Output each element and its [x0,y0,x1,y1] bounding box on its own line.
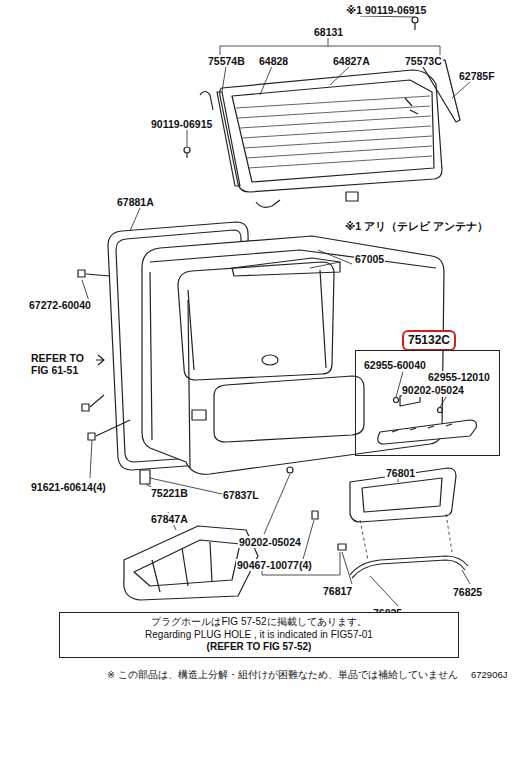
footnote: ※ この部品は、構造上分解・組付けが困難なため、単品では補給していません [106,670,459,681]
part-number: 90119-06915 [150,118,213,130]
part-number: 67837L [222,489,260,501]
part-number: 64827A [332,55,371,67]
part-number: 62785F [458,70,496,82]
note-box: プラグホールはFIG 57-52に掲載してあります。Regarding PLUG… [59,612,459,658]
part-number: 67272-60040 [28,299,92,311]
part-number: 76801 [385,467,416,479]
part-number: 75221B [150,487,189,499]
part-number: 67005 [354,253,385,265]
part-number: 91621-60614(4) [30,481,107,493]
highlight-box: 75132C [402,330,456,351]
part-number: ※1 アリ（テレビ アンテナ） [344,220,489,232]
part-number: 90467-10077(4) [236,559,313,571]
note-text: (REFER TO FIG 57-52) [64,641,454,654]
part-number: 75574B [207,55,246,67]
callout-number: 75132C [408,333,450,348]
part-number: 62955-60040 [364,359,426,372]
part-number: 75573C [404,55,443,67]
part-number: 76825 [452,586,483,598]
part-number: 68131 [313,26,344,38]
part-number: 67881A [116,196,155,208]
inset-box: 62955-6004062955-1201090202-05024 [355,350,500,456]
part-number: ※1 90119-06915 [345,4,427,16]
note-text: Regarding PLUG HOLE , it is indicated in… [64,629,454,642]
note-text: プラグホールはFIG 57-52に掲載してあります。 [64,616,454,629]
part-number: 67847A [150,513,189,525]
part-number: 76817 [322,585,353,597]
part-number: 672906J [470,670,508,681]
part-number: 64828 [258,55,289,67]
part-number: 90202-05024 [402,384,464,397]
reference-note: REFER TO FIG 61-51 [30,352,96,376]
part-number: 90202-05024 [238,536,302,548]
part-number: 62955-12010 [428,371,490,384]
